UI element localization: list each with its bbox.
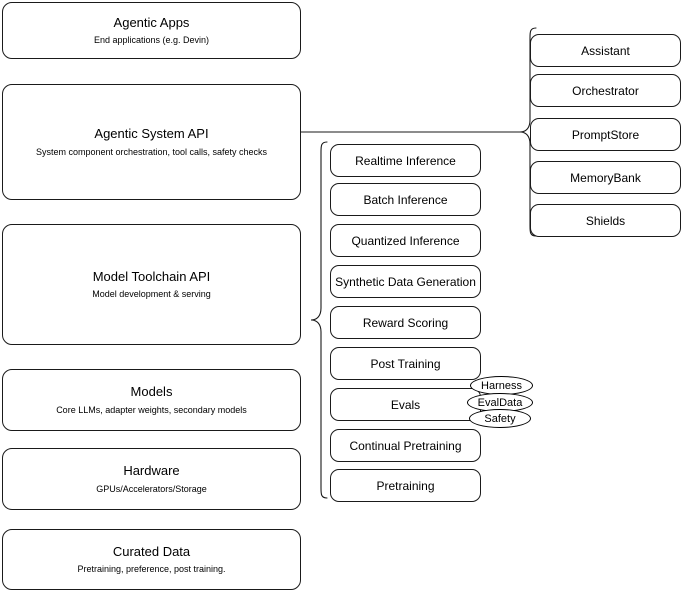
capability-batch-inference[interactable]: Batch Inference: [330, 183, 481, 216]
component-assistant[interactable]: Assistant: [530, 34, 681, 67]
layer-title: Agentic Apps: [113, 14, 190, 30]
layer-agentic-system-api[interactable]: Agentic System API System component orch…: [2, 84, 301, 200]
capability-label: Quantized Inference: [351, 233, 460, 248]
capability-label: Evals: [390, 397, 421, 412]
capability-evals[interactable]: Evals: [330, 388, 481, 421]
capability-label: Post Training: [370, 356, 441, 371]
evals-tag-label: Safety: [484, 412, 516, 425]
capability-label: Continual Pretraining: [349, 438, 462, 453]
layer-subtitle: GPUs/Accelerators/Storage: [96, 483, 207, 494]
component-memorybank[interactable]: MemoryBank: [530, 161, 681, 194]
layer-subtitle: Pretraining, preference, post training.: [77, 564, 226, 574]
layer-models[interactable]: Models Core LLMs, adapter weights, secon…: [2, 369, 301, 431]
component-promptstore[interactable]: PromptStore: [530, 118, 681, 151]
layer-model-toolchain-api[interactable]: Model Toolchain API Model development & …: [2, 224, 301, 345]
capability-quantized-inference[interactable]: Quantized Inference: [330, 224, 481, 257]
capability-continual-pretraining[interactable]: Continual Pretraining: [330, 429, 481, 462]
layer-title: Hardware: [123, 463, 180, 479]
capability-label: Realtime Inference: [355, 153, 456, 168]
capability-label: Reward Scoring: [362, 315, 449, 330]
layer-title: Curated Data: [112, 543, 191, 559]
component-orchestrator[interactable]: Orchestrator: [530, 74, 681, 107]
layer-subtitle: Core LLMs, adapter weights, secondary mo…: [56, 404, 247, 415]
capability-pretraining[interactable]: Pretraining: [330, 469, 481, 502]
layer-title: Agentic System API: [94, 126, 209, 142]
component-label: Orchestrator: [572, 83, 639, 98]
component-label: PromptStore: [571, 127, 640, 142]
component-label: MemoryBank: [570, 170, 641, 185]
component-label: Assistant: [581, 43, 630, 58]
brace-toolchain-capabilities: [301, 140, 329, 520]
layer-title: Model Toolchain API: [92, 268, 211, 284]
capability-label: Batch Inference: [363, 192, 448, 207]
evals-tag-evaldata[interactable]: EvalData: [467, 393, 533, 412]
capability-realtime-inference[interactable]: Realtime Inference: [330, 144, 481, 177]
layer-subtitle: End applications (e.g. Devin): [93, 35, 210, 45]
evals-tag-safety[interactable]: Safety: [469, 409, 531, 428]
evals-tag-label: Harness: [481, 379, 522, 392]
capability-synthetic-data-generation[interactable]: Synthetic Data Generation: [330, 265, 481, 298]
layer-subtitle: System component orchestration, tool cal…: [35, 146, 268, 157]
connector-system-api-to-components: [301, 126, 526, 140]
layer-curated-data[interactable]: Curated Data Pretraining, preference, po…: [2, 529, 301, 590]
layer-hardware[interactable]: Hardware GPUs/Accelerators/Storage: [2, 448, 301, 510]
layer-title: Models: [130, 384, 173, 400]
capability-label: Pretraining: [376, 478, 435, 493]
evals-tag-label: EvalData: [477, 396, 523, 409]
component-label: Shields: [585, 213, 626, 228]
layer-subtitle: Model development & serving: [92, 289, 211, 299]
layer-agentic-apps[interactable]: Agentic Apps End applications (e.g. Devi…: [2, 2, 301, 59]
capability-label: Synthetic Data Generation: [335, 274, 476, 289]
capability-post-training[interactable]: Post Training: [330, 347, 481, 380]
component-shields[interactable]: Shields: [530, 204, 681, 237]
capability-reward-scoring[interactable]: Reward Scoring: [330, 306, 481, 339]
